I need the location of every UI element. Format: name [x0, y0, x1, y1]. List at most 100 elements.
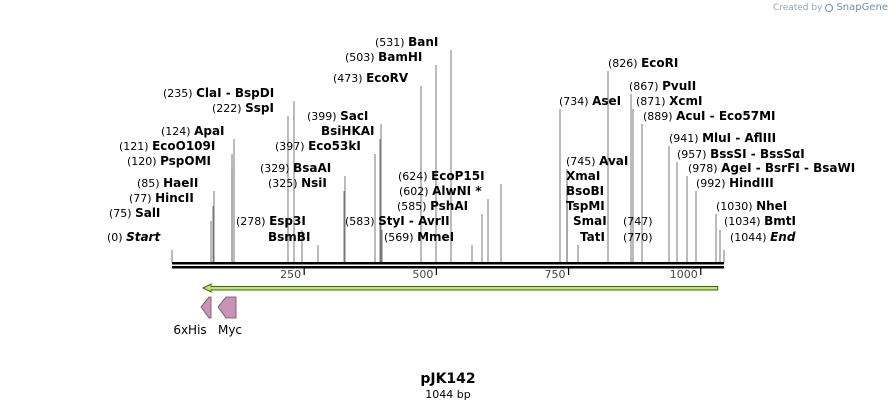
plasmid-length: 1044 bp [425, 388, 471, 401]
site-label: (941) MluI - AflIII [669, 131, 776, 145]
ruler-tick-label: 250 [280, 268, 301, 281]
site-label: (978) AgeI - BsrFI - BsaWI [688, 161, 855, 175]
site-label: (235) ClaI - BspDI [163, 86, 274, 100]
site-position: (624) [398, 170, 431, 183]
site-label: BsmBI [268, 230, 310, 244]
site-position: (222) [212, 102, 245, 115]
site-position: (235) [163, 87, 196, 100]
site-lines [171, 50, 725, 262]
site-position: (941) [669, 132, 702, 145]
site-label: (473) EcoRV [333, 71, 409, 85]
site-label: (75) SalI [109, 206, 160, 220]
site-position: (399) [307, 110, 340, 123]
site-name: BsaAI [293, 161, 331, 175]
site-name: NsiI [301, 176, 327, 190]
backbone-bottom-strand [172, 266, 724, 269]
site-label: (124) ApaI [161, 124, 225, 138]
feature-arrow [201, 283, 719, 293]
site-label: (624) EcoP15I [398, 169, 485, 183]
site-label: (222) SspI [212, 101, 274, 115]
site-position: (531) [375, 36, 408, 49]
site-label: BsoBI [566, 184, 604, 198]
site-position: (1044) [730, 231, 770, 244]
site-label: (503) BamHI [345, 50, 422, 64]
site-label: TatI [580, 230, 605, 244]
site-label: (325) NsiI [268, 176, 327, 190]
site-position: (121) [119, 140, 152, 153]
site-label: (957) BssSI - BssSαI [677, 147, 805, 161]
site-name: AcuI - Eco57MI [676, 109, 775, 123]
site-position: (826) [608, 57, 641, 70]
site-position: (0) [107, 231, 126, 244]
site-label: (329) BsaAI [260, 161, 331, 175]
site-position: (325) [268, 177, 301, 190]
site-label: SmaI [573, 214, 607, 228]
backbone-top-strand [172, 262, 724, 265]
site-name: NheI [756, 199, 787, 213]
site-name: EcoRV [366, 71, 409, 85]
site-name: XmaI [566, 169, 600, 183]
site-label: TspMI [566, 199, 605, 213]
plasmid-name: pJK142 [420, 371, 476, 387]
site-name: TspMI [566, 199, 605, 213]
site-name: MluI - AflIII [702, 131, 776, 145]
site-name: AgeI - BsrFI - BsaWI [721, 161, 855, 175]
site-name: TatI [580, 230, 605, 244]
site-label: (1044) End [730, 230, 796, 244]
features [200, 283, 719, 319]
site-label: (278) Esp3I [236, 214, 306, 228]
site-label: (85) HaeII [137, 176, 198, 190]
site-name: End [770, 230, 796, 244]
site-position: (745) [566, 155, 599, 168]
site-name: EcoRI [641, 56, 678, 70]
site-label: (397) Eco53kI [275, 139, 361, 153]
site-label: (871) XcmI [636, 94, 702, 108]
site-name: BamHI [378, 50, 422, 64]
site-name: BsiHKAI [321, 124, 375, 138]
site-name: EcoP15I [431, 169, 485, 183]
site-position: (583) [345, 215, 378, 228]
site-position: (734) [559, 95, 592, 108]
site-name: HaeII [163, 176, 198, 190]
site-position: (871) [636, 95, 669, 108]
site-label: (569) MmeI [384, 230, 454, 244]
site-name: BsoBI [566, 184, 604, 198]
site-position: (992) [696, 177, 729, 190]
site-name: AseI [592, 94, 621, 108]
site-label: (121) EcoO109I [119, 139, 215, 153]
site-position: (473) [333, 72, 366, 85]
site-label: (583) StyI - AvrII [345, 214, 450, 228]
site-name: MmeI [417, 230, 454, 244]
site-label: (602) AlwNI * [399, 184, 482, 198]
site-name: SacI [340, 109, 368, 123]
site-label: (734) AseI [559, 94, 621, 108]
site-name: Esp3I [269, 214, 306, 228]
site-position: (120) [127, 155, 160, 168]
site-position: (770) [623, 231, 653, 244]
site-name: ApaI [194, 124, 224, 138]
site-position: (957) [677, 148, 710, 161]
site-name: Eco53kI [308, 139, 361, 153]
site-label: (826) EcoRI [608, 56, 678, 70]
site-position: (602) [399, 185, 432, 198]
site-position: (278) [236, 215, 269, 228]
site-name: SalI [135, 206, 160, 220]
site-label: (120) PspOMI [127, 154, 211, 168]
site-name: PspOMI [160, 154, 211, 168]
ruler-tick-label: 1000 [670, 268, 698, 281]
site-position: (124) [161, 125, 194, 138]
site-position: (77) [129, 192, 155, 205]
site-name: HindIII [729, 176, 774, 190]
site-label: (0) Start [107, 230, 161, 244]
credit-brand: SnapGene [836, 2, 888, 13]
site-name: BmtI [764, 214, 796, 228]
ruler-tick-label: 500 [412, 268, 433, 281]
site-name: BssSI - BssSαI [710, 147, 805, 161]
snapgene-logo-icon [825, 3, 834, 12]
feature-label-6xhis: 6xHis [173, 323, 206, 337]
site-label: (585) PshAI [397, 199, 468, 213]
site-label: (889) AcuI - Eco57MI [643, 109, 775, 123]
site-position: (978) [688, 162, 721, 175]
site-label: XmaI [566, 169, 600, 183]
